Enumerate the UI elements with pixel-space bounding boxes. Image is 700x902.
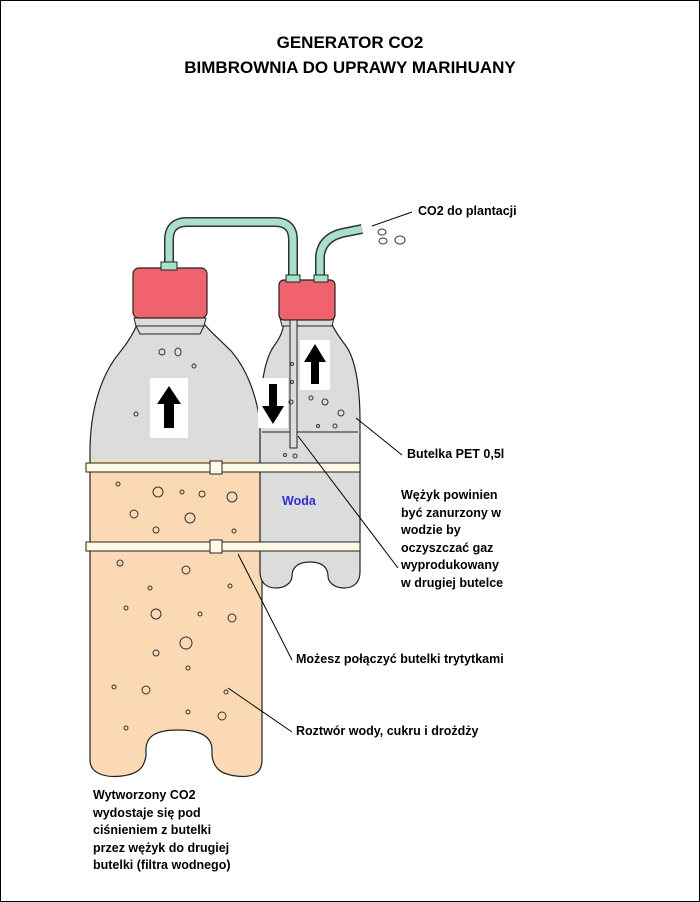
diagram-subtitle: BIMBROWNIA DO UPRAWY MARIHUANY: [184, 58, 516, 77]
large-bottle-cap: [132, 267, 208, 319]
small-bottle-cap: [278, 279, 336, 321]
immersed-tube: [289, 319, 298, 449]
label-water: Woda: [282, 494, 316, 508]
arrow-up-icon: [300, 340, 330, 390]
label-hose-note: Wężyk powinien być zanurzony w wodzie by…: [401, 488, 504, 590]
large-bottle: [89, 261, 263, 778]
label-co2-to-plantation: CO2 do plantacji: [418, 204, 517, 218]
diagram-title: GENERATOR CO2: [276, 33, 424, 52]
leader-lines: [227, 211, 413, 733]
label-solution: Roztwór wody, cukru i drożdży: [296, 724, 479, 738]
arrow-up-icon: [150, 378, 188, 438]
arrow-down-icon: [258, 378, 288, 428]
hose-tube: [164, 217, 363, 278]
zip-ties: [85, 460, 361, 554]
label-co2-note: Wytworzony CO2 wydostaje się pod ciśnien…: [93, 788, 231, 872]
bubbles: [111, 228, 406, 731]
label-zip-ties: Możesz połączyć butelki trytytkami: [296, 652, 504, 666]
label-pet-bottle: Butelka PET 0,5l: [407, 447, 505, 461]
